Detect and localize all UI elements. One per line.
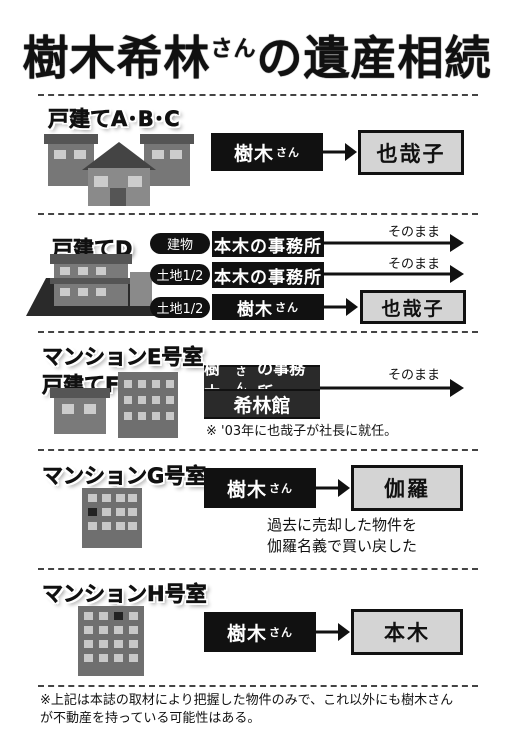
from-name: 樹木 (226, 622, 267, 645)
section-label-h: マンションH号室 (42, 582, 207, 607)
arrow-right-icon (323, 143, 357, 161)
footer-line-1: ※上記は本誌の取材により把握した物件のみで、これ以外にも樹木さん (40, 693, 454, 708)
to-box-motoki: 本木 (351, 609, 463, 655)
from-box-kiki: 樹木さん (211, 133, 323, 171)
divider (38, 94, 478, 96)
divider (38, 213, 478, 215)
from-box-kiki: 樹木さん (204, 468, 316, 508)
tag-land-half: 土地1/2 (150, 297, 210, 318)
title-part-1: 樹木希林 (22, 31, 211, 85)
target-motoki-office: 本木の事務所 (212, 262, 324, 288)
caption-buyback: 過去に売却した物件を 伽羅名義で買い戻した (232, 515, 452, 557)
footer-line-2: が不動産を持っている可能性はある。 (40, 711, 261, 726)
section-label-g: マンションG号室 (42, 464, 207, 489)
target-kiki: 樹木さん (212, 294, 324, 320)
caption-line-2: 伽羅名義で買い戻した (266, 537, 417, 555)
house-and-apartment-icon (50, 372, 178, 438)
long-arrow-icon (324, 234, 464, 252)
divider (38, 685, 478, 687)
divider (38, 449, 478, 451)
arrow-right-icon (324, 298, 358, 316)
house-with-land-icon (26, 254, 156, 316)
target-honorific: さん (275, 301, 299, 314)
divider (38, 331, 478, 333)
arrow-right-icon (316, 479, 350, 497)
from-name: 樹木 (233, 142, 274, 165)
section-label-e: マンションE号室 (42, 345, 204, 370)
from-honorific: さん (276, 146, 300, 159)
tag-land-half: 土地1/2 (150, 264, 210, 285)
to-box-kyara: 伽羅 (351, 465, 463, 511)
note-as-is: そのまま (388, 225, 441, 240)
target-name: 樹木 (237, 299, 273, 320)
apartment-icon (82, 488, 142, 548)
to-box-yayako: 也哉子 (358, 130, 464, 175)
apartment-icon (78, 606, 144, 676)
title-part-2: の遺産相続 (256, 31, 492, 85)
from-name: 樹木 (226, 478, 267, 501)
caption-line-1: 過去に売却した物件を (266, 516, 417, 534)
long-arrow-icon (320, 379, 464, 397)
long-arrow-icon (324, 265, 464, 283)
section-label-abc: 戸建てA･B･C (48, 107, 180, 132)
remark-president: ※ '03年に也哉子が社長に就任。 (206, 424, 398, 439)
banner-honorific: さん (235, 365, 247, 394)
note-as-is: そのまま (388, 368, 441, 383)
target-motoki-office: 本木の事務所 (212, 231, 324, 257)
page-title: 樹木希林さんの遺産相続 (0, 22, 514, 88)
banner-kirinkan: 希林館 (204, 389, 320, 419)
from-honorific: さん (269, 482, 293, 495)
arrow-right-icon (316, 623, 350, 641)
tag-building: 建物 (150, 233, 210, 254)
from-box-kiki: 樹木さん (204, 612, 316, 652)
to-box-yayako: 也哉子 (360, 290, 466, 324)
footer-note: ※上記は本誌の取材により把握した物件のみで、これ以外にも樹木さん が不動産を持っ… (40, 692, 480, 728)
title-honorific: さん (210, 37, 257, 62)
from-honorific: さん (269, 626, 293, 639)
divider (38, 568, 478, 570)
houses-icon (44, 134, 194, 206)
note-as-is: そのまま (388, 257, 441, 272)
